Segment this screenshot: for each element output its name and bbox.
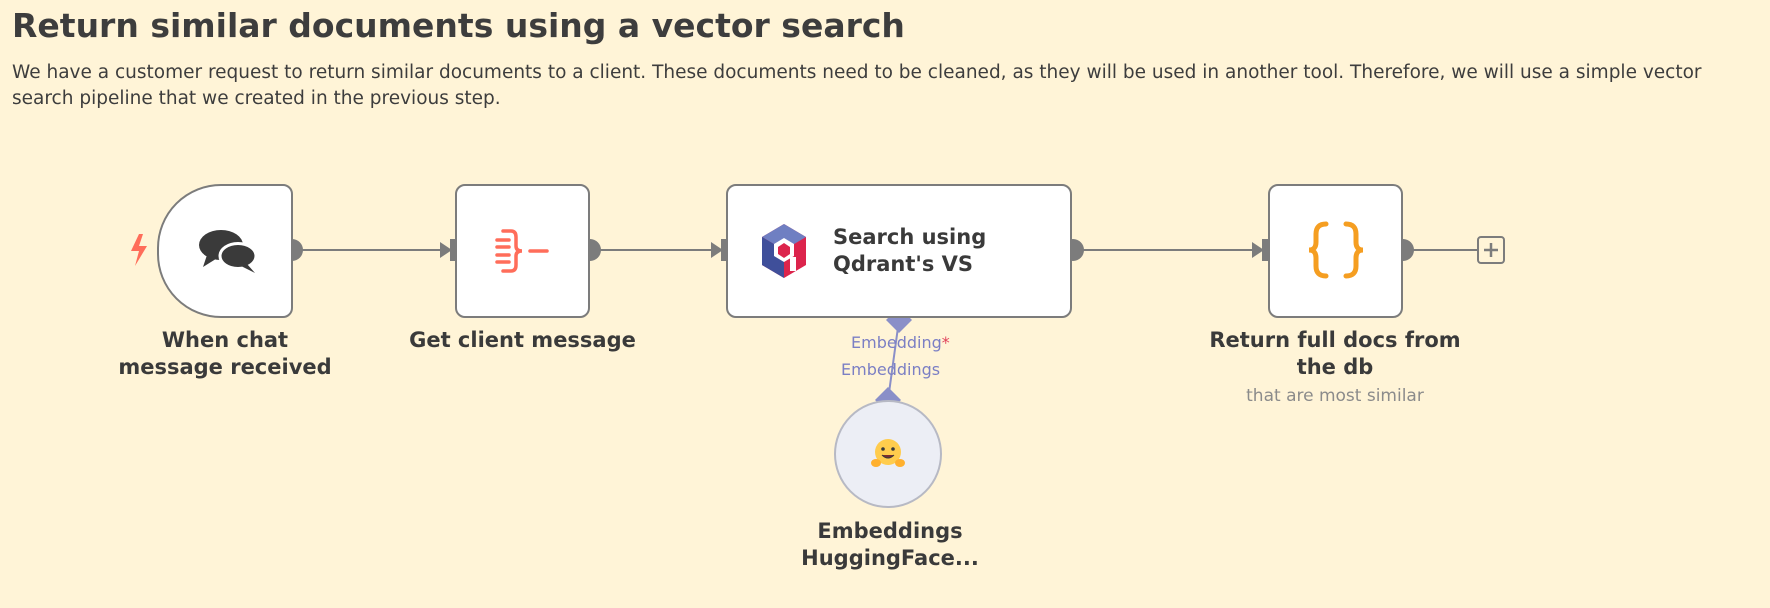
add-node-button[interactable] xyxy=(1477,236,1505,264)
page-title: Return similar documents using a vector … xyxy=(12,6,905,45)
node-label-qdrant-search: Search using Qdrant's VS xyxy=(833,225,987,276)
input-port-return-docs[interactable] xyxy=(1262,239,1272,261)
port-label-embedding-text: Embedding xyxy=(851,333,942,352)
connection-arrowhead xyxy=(1252,242,1264,258)
node-subtitle-return-docs: that are most similar xyxy=(1246,386,1424,406)
port-label-embeddings: Embeddings xyxy=(841,360,941,379)
node-return-docs[interactable] xyxy=(1268,184,1403,318)
chat-bubbles-icon xyxy=(192,222,264,278)
node-label-return-docs: Return full docs from the db xyxy=(1209,328,1461,379)
port-label-embedding: Embedding* xyxy=(851,333,950,352)
node-label-embeddings: Embeddings HuggingFace... xyxy=(801,519,979,570)
trigger-bolt-icon xyxy=(126,233,152,267)
node-get-client-message[interactable] xyxy=(455,184,590,318)
connection-arrowhead xyxy=(711,242,723,258)
node-embeddings-huggingface[interactable] xyxy=(834,400,942,508)
connection-embeddings-to-search[interactable] xyxy=(887,319,900,401)
set-fields-icon xyxy=(492,226,554,276)
curly-braces-icon xyxy=(1302,220,1370,280)
node-label-get-client-message: Get client message xyxy=(409,328,636,352)
connection-arrowhead xyxy=(440,242,452,258)
node-label-chat-trigger: When chat message received xyxy=(118,328,332,379)
plus-icon xyxy=(1484,243,1498,257)
qdrant-logo xyxy=(758,222,810,280)
hugging-face-icon xyxy=(868,434,908,474)
page-description: We have a customer request to return sim… xyxy=(12,62,1702,109)
required-asterisk: * xyxy=(941,333,950,352)
